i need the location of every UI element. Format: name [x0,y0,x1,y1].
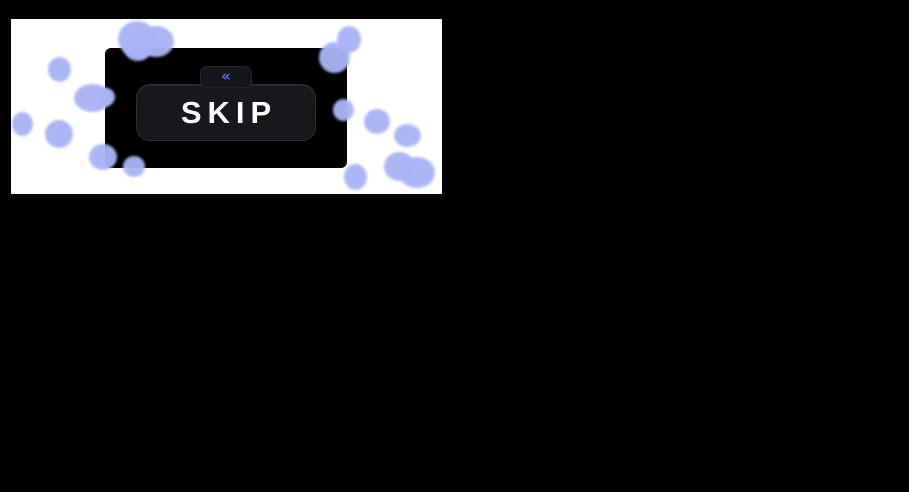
ink-blob [45,120,73,148]
ink-blob [344,164,367,190]
double-chevron-left-icon: « [221,66,231,85]
ink-blob [48,57,71,82]
game-viewport: « SKIP [11,19,442,194]
ink-blob [12,112,33,136]
skip-button-label: SKIP [180,94,278,130]
ink-blob [394,124,421,147]
ink-blob [364,109,390,134]
ink-blob [399,157,435,188]
skip-button[interactable]: SKIP [136,84,316,141]
skip-overlay: « SKIP [105,48,347,168]
collapse-tab[interactable]: « [200,66,252,88]
ink-blob [384,152,415,181]
